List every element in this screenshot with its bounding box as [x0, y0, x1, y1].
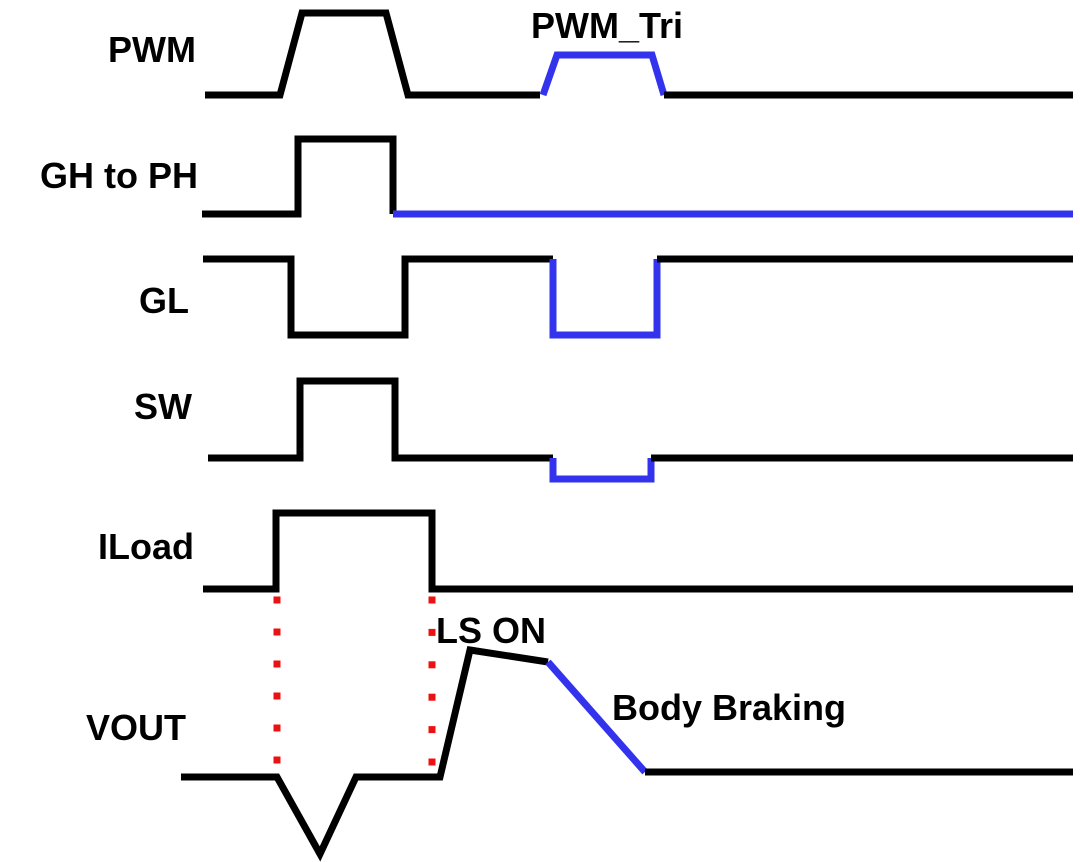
marker-dot: [428, 596, 436, 604]
body-braking-annotation: Body Braking: [612, 687, 846, 728]
waveform-gl-segment-normal: [203, 255, 553, 339]
waveform-iload: [203, 509, 1073, 593]
marker-dot: [428, 661, 436, 669]
iload-fall-marker: [428, 596, 436, 766]
waveform-sw-segment-normal: [208, 377, 553, 462]
ls-on-annotation: LS ON: [436, 610, 546, 651]
waveform-gl: [203, 255, 1073, 339]
waveform-pwm: [205, 9, 1073, 99]
waveform-sw: [208, 377, 1073, 483]
waveform-gl-segment-highlight: [549, 259, 661, 339]
pwm-tri-annotation: PWM_Tri: [531, 5, 683, 46]
marker-dot: [428, 758, 436, 766]
waveform-pwm-segment-normal: [205, 9, 540, 99]
waveform-vout-segment-highlight: [545, 659, 648, 775]
marker-dot: [273, 660, 281, 668]
marker-dot: [273, 724, 281, 732]
waveform-iload-segment-normal: [203, 509, 1073, 593]
waveform-vout-segment-normal: [181, 646, 549, 862]
signal-label-vout: VOUT: [86, 707, 186, 748]
marker-dot: [273, 756, 281, 764]
signal-label-sw: SW: [134, 386, 192, 427]
signal-label-iload: ILoad: [98, 526, 194, 567]
signal-label-pwm: PWM: [108, 29, 196, 70]
signal-label-gh-to-ph: GH to PH: [40, 155, 198, 196]
waveform-gh-to-ph-segment-normal: [202, 135, 397, 218]
marker-dot: [428, 628, 436, 636]
marker-dot: [273, 692, 281, 700]
marker-dot: [273, 628, 281, 636]
waveform-gh-to-ph: [202, 135, 1073, 218]
waveform-vout: [181, 646, 1073, 862]
iload-rise-marker: [273, 596, 281, 764]
waveforms: [181, 9, 1073, 862]
marker-dot: [428, 693, 436, 701]
marker-dot: [428, 726, 436, 734]
waveform-pwm-segment-highlight: [539, 51, 668, 97]
markers: [273, 596, 436, 766]
marker-dot: [273, 596, 281, 604]
signal-label-gl: GL: [139, 280, 189, 321]
waveform-sw-segment-highlight: [549, 458, 655, 483]
